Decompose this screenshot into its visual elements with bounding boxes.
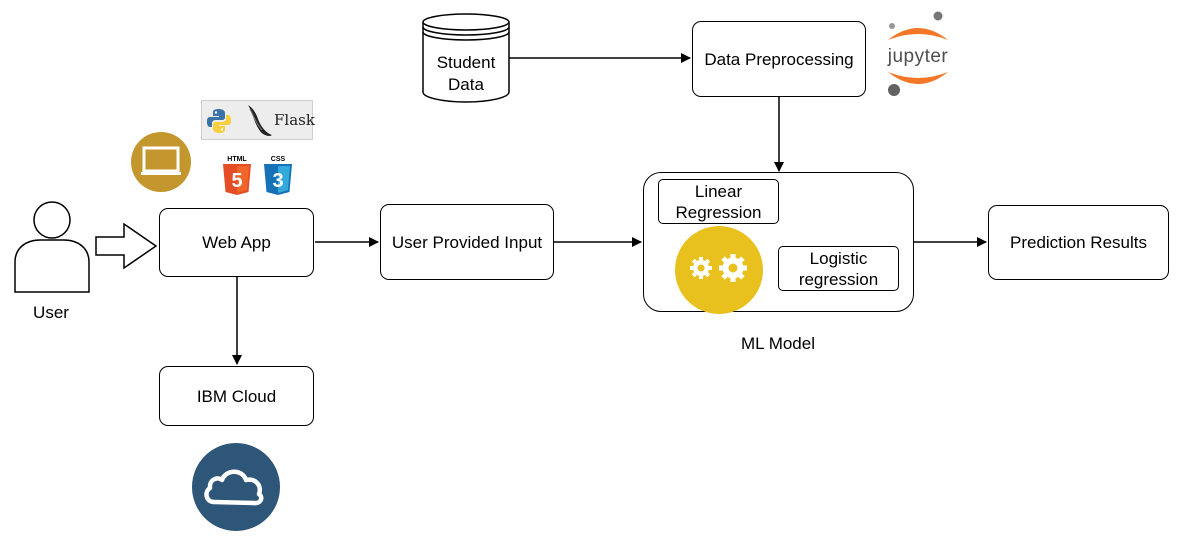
cloud-icon <box>192 443 280 531</box>
web-app-box: Web App <box>159 208 314 277</box>
ibm-cloud-box: IBM Cloud <box>159 366 314 426</box>
flask-horn-icon <box>248 105 272 136</box>
student-data-label: Student Data <box>436 53 496 94</box>
gears-icon <box>675 226 763 314</box>
web-app-label: Web App <box>202 233 271 252</box>
user-provided-input-label: User Provided Input <box>391 232 543 252</box>
block-arrow-user-to-webapp <box>95 222 158 270</box>
logistic-regression-label: Logistic regression <box>798 248 879 289</box>
ibm-cloud-label: IBM Cloud <box>196 386 277 406</box>
jupyter-logo: jupyter <box>887 11 949 96</box>
svg-text:5: 5 <box>231 170 242 192</box>
html5-icon: HTML 5 <box>223 156 251 195</box>
prediction-results-label: Prediction Results <box>1009 233 1147 252</box>
flask-wordmark: Flask <box>274 111 315 129</box>
css3-icon: CSS 3 <box>264 156 292 195</box>
prediction-results-box: Prediction Results <box>988 205 1169 280</box>
data-preprocessing-label: Data Preprocessing <box>704 49 854 69</box>
user-label: User <box>33 303 69 322</box>
css3-label: CSS <box>271 156 286 163</box>
python-flask-logo: Flask <box>201 100 315 140</box>
student-data-cylinder <box>422 13 510 103</box>
html5-label: HTML <box>227 156 247 163</box>
logistic-regression-box: Logistic regression <box>778 246 899 291</box>
monitor-icon <box>131 132 191 192</box>
data-preprocessing-box: Data Preprocessing <box>692 21 866 97</box>
python-icon <box>207 109 231 133</box>
ml-model-label: ML Model <box>740 334 815 353</box>
linear-regression-box: Linear Regression <box>658 179 779 224</box>
svg-text:3: 3 <box>272 170 283 192</box>
user-provided-input-box: User Provided Input <box>380 204 554 280</box>
linear-regression-label: Linear Regression <box>675 181 762 222</box>
user-icon <box>14 201 90 293</box>
jupyter-wordmark: jupyter <box>887 46 949 67</box>
